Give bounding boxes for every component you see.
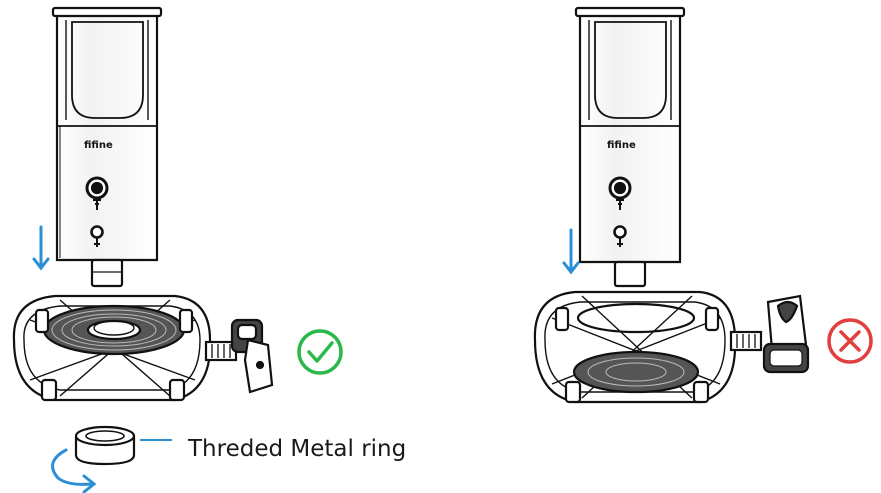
- rotate-arrow-icon: [51, 448, 97, 493]
- microphone-left: [51, 6, 163, 288]
- down-arrow-left: [32, 225, 50, 271]
- brand-logo-left: fifine: [84, 140, 113, 151]
- panel-incorrect: fifine: [533, 6, 873, 404]
- microphone-right: [574, 6, 686, 288]
- metal-ring: [74, 425, 172, 466]
- ring-label: Threded Metal ring: [188, 436, 407, 462]
- check-circle-icon: [297, 329, 343, 375]
- shock-mount-left: [12, 294, 274, 402]
- x-circle-icon: [827, 318, 873, 364]
- panel-correct: fifine: [12, 6, 343, 493]
- brand-logo-right: fifine: [607, 140, 636, 151]
- shock-mount-right: [533, 290, 810, 404]
- down-arrow-right: [562, 228, 580, 275]
